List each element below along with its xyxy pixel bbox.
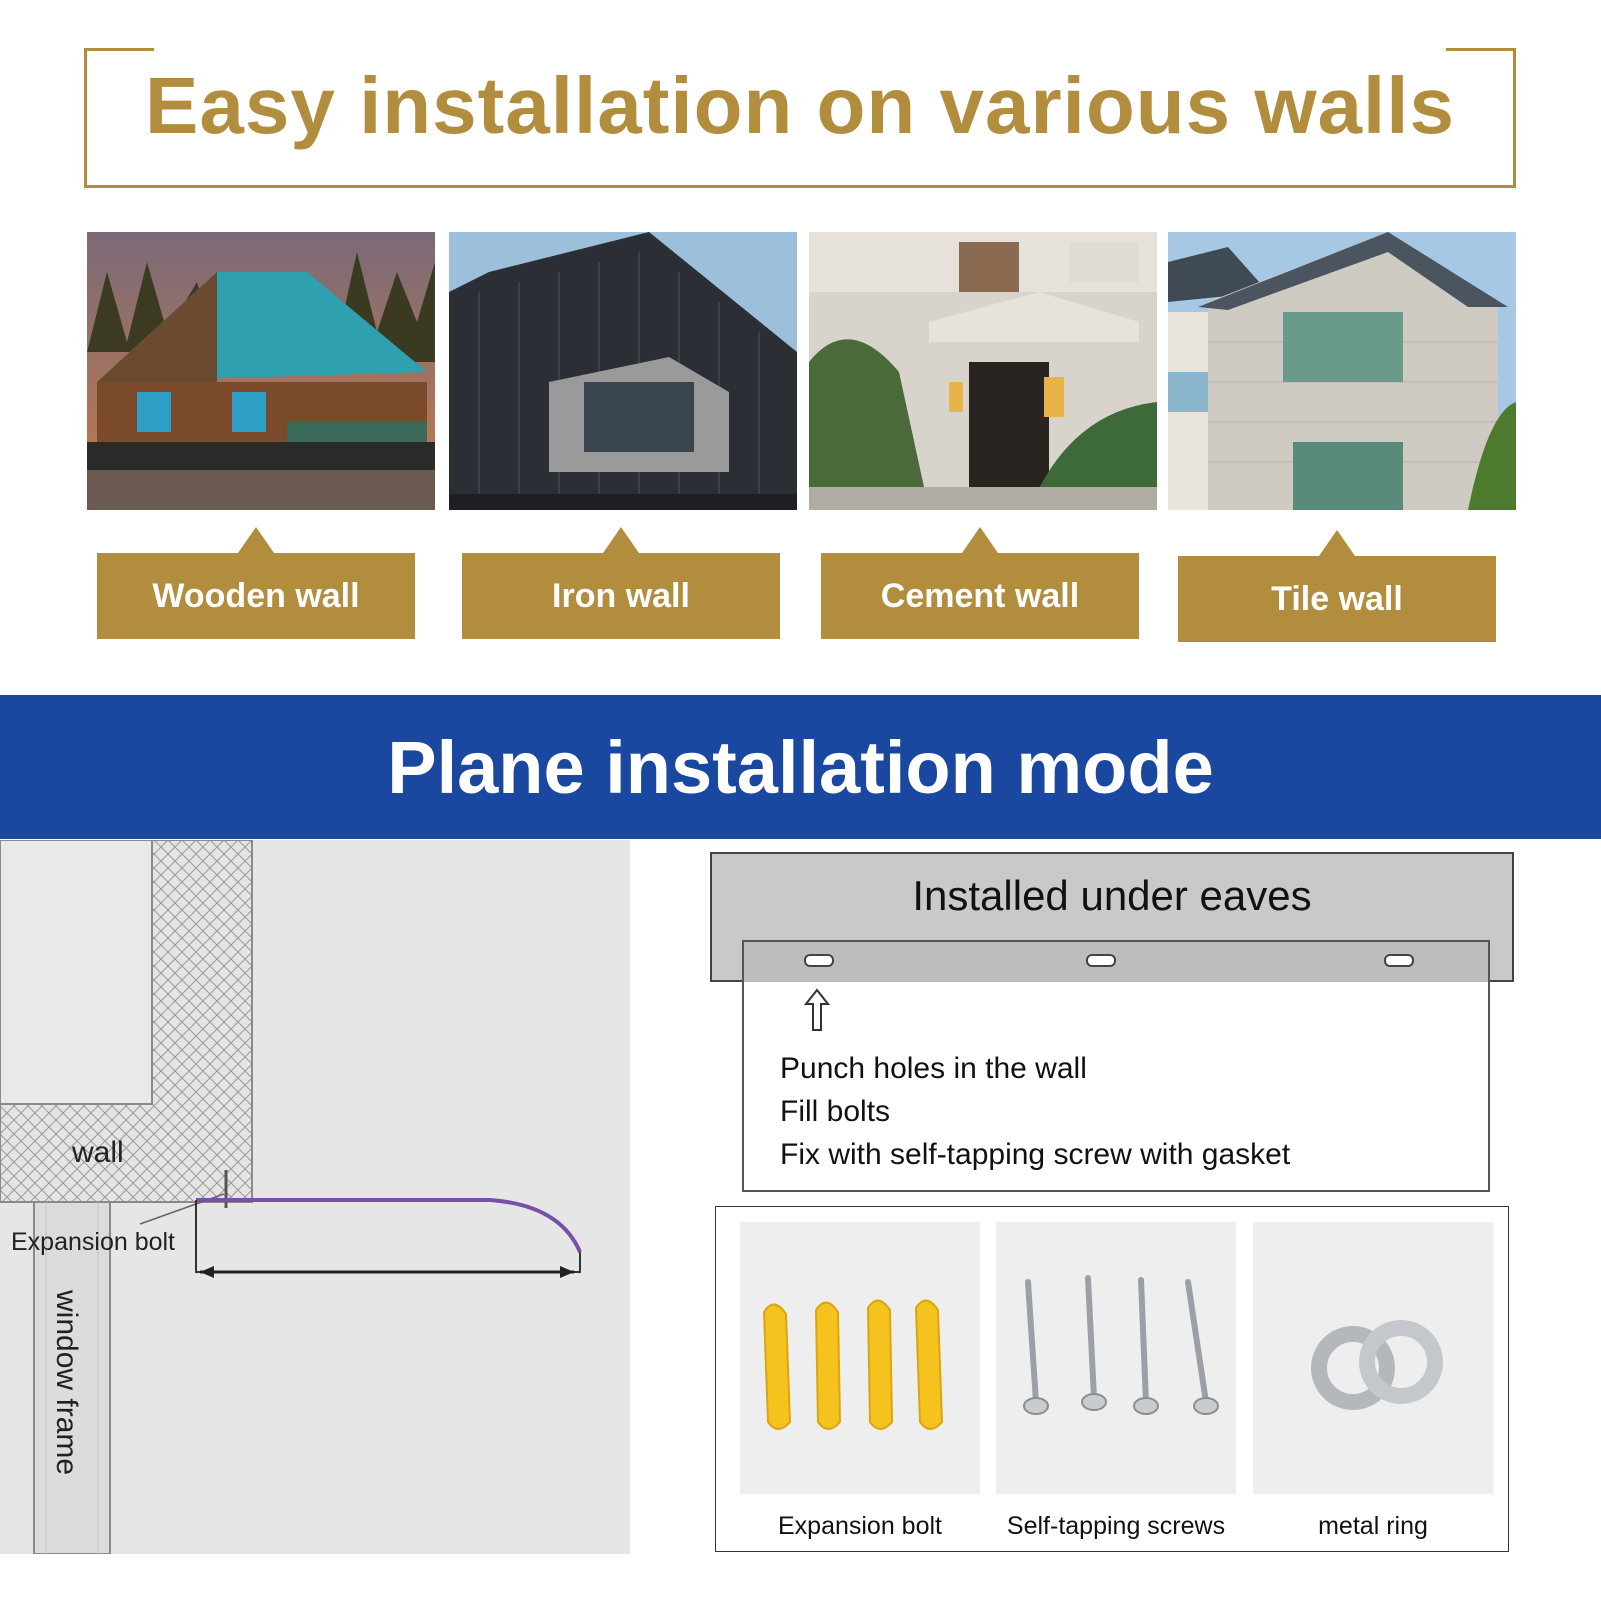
accessory-caption: metal ring xyxy=(1318,1512,1428,1540)
cement-wall-photo xyxy=(809,232,1157,510)
self-tapping-screws-photo xyxy=(996,1222,1236,1494)
accessory-caption: Self-tapping screws xyxy=(1006,1512,1226,1540)
iron-wall-photo xyxy=(449,232,797,510)
tag-iron-wall: Iron wall xyxy=(462,527,780,639)
mounting-slot xyxy=(1086,954,1116,967)
window-frame-label: window frame xyxy=(50,1290,83,1476)
eaves-title: Installed under eaves xyxy=(912,872,1312,919)
tile-wall-photo xyxy=(1168,232,1516,510)
step-text: Fill bolts xyxy=(780,1095,891,1128)
tag-label: Cement wall xyxy=(821,553,1139,639)
mounting-strip xyxy=(744,942,1488,982)
accessories-frame xyxy=(715,1206,1509,1552)
tag-tile-wall: Tile wall xyxy=(1178,530,1496,642)
expansion-bolt-photo xyxy=(740,1222,980,1494)
eaves-instructions-box xyxy=(742,940,1490,1192)
title-frame xyxy=(84,48,1516,188)
mounting-slot xyxy=(1384,954,1414,967)
wall-label: wall xyxy=(72,1136,124,1169)
section-banner: Plane installation mode xyxy=(0,695,1601,839)
metal-ring-photo xyxy=(1253,1222,1493,1494)
accessory-caption: Expansion bolt xyxy=(777,1512,942,1540)
tag-label: Wooden wall xyxy=(97,553,415,639)
arrow-up-icon xyxy=(803,988,831,1032)
installation-diagram xyxy=(0,840,630,1554)
tag-label: Tile wall xyxy=(1178,556,1496,642)
tag-label: Iron wall xyxy=(462,553,780,639)
step-text: Punch holes in the wall xyxy=(780,1052,1087,1085)
step-text: Fix with self-tapping screw with gasket xyxy=(780,1138,1291,1171)
wooden-wall-photo xyxy=(87,232,435,510)
tag-wooden-wall: Wooden wall xyxy=(97,527,415,639)
mounting-slot xyxy=(804,954,834,967)
tag-cement-wall: Cement wall xyxy=(821,527,1139,639)
expansion-bolt-label: Expansion bolt xyxy=(11,1228,176,1256)
page-title: Easy installation on various walls xyxy=(145,61,1455,150)
